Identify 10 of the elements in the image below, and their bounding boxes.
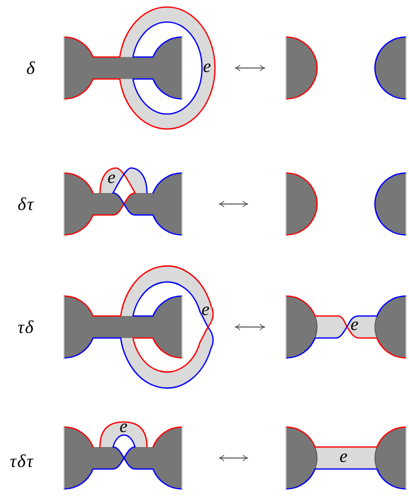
row-label: δτ — [18, 195, 34, 213]
row-label: δ — [26, 59, 36, 77]
band-label: e — [108, 168, 116, 186]
band-label: e — [202, 300, 210, 318]
band-label: e — [340, 447, 348, 465]
band-label: e — [350, 315, 358, 333]
band-label: e — [120, 417, 128, 435]
row-label: τδτ — [10, 452, 34, 470]
band-label: e — [203, 57, 211, 75]
row-label: τδ — [18, 318, 34, 336]
